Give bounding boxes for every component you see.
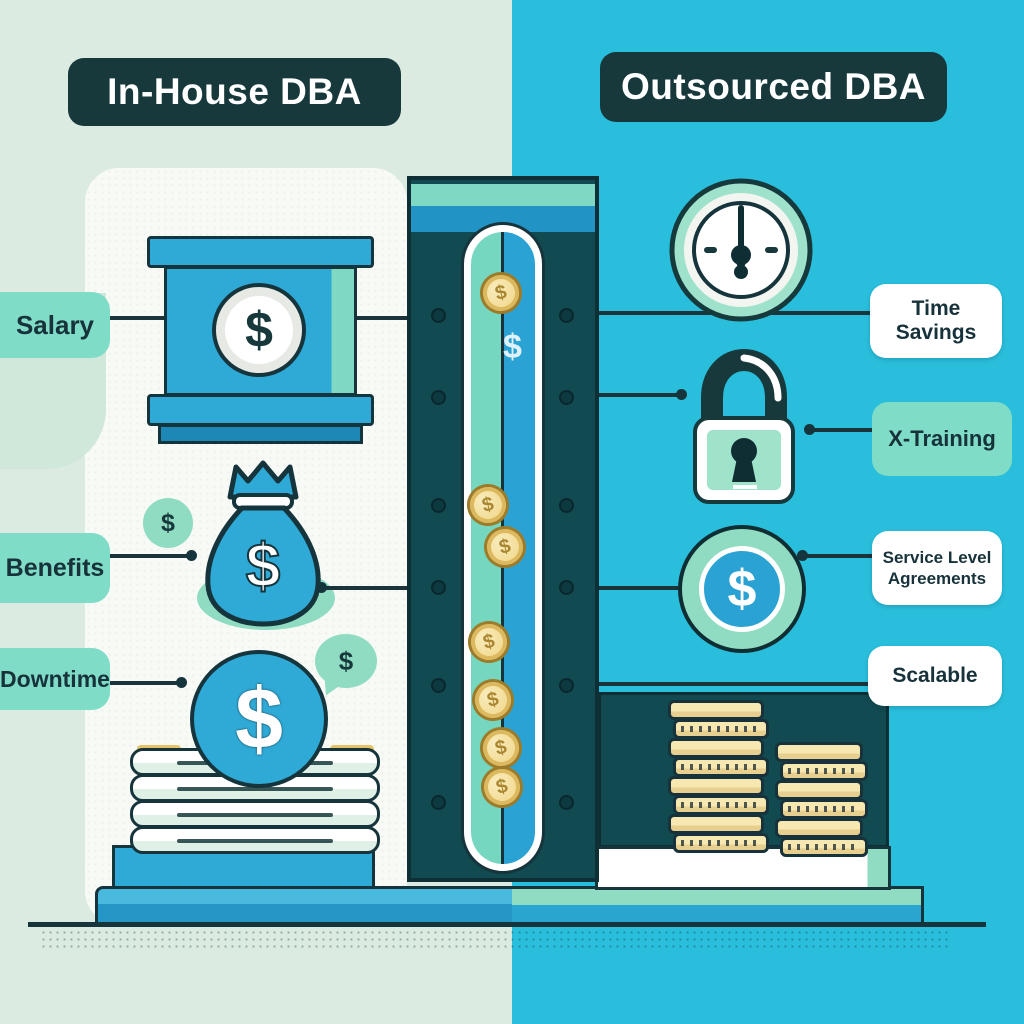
rivet	[559, 795, 574, 810]
connector-dot	[797, 550, 808, 561]
small-coin-icon: $	[143, 498, 193, 548]
connector-dot	[186, 550, 197, 561]
coin-stack-coin	[668, 700, 764, 720]
coin-stack-coin	[668, 738, 764, 758]
downtime-coin-icon: $	[190, 650, 328, 788]
coin-stack-coin	[775, 742, 863, 762]
salary-dollar-icon: $	[212, 283, 306, 377]
connector-benefits-b	[320, 586, 408, 590]
rivet	[431, 308, 446, 323]
coin-stack-coin	[780, 837, 868, 857]
connector-dot	[676, 389, 687, 400]
gauge-dollar-mark: $	[503, 328, 522, 366]
rivet	[431, 795, 446, 810]
sla-dollar-glyph: $	[699, 546, 785, 632]
rivet	[431, 390, 446, 405]
coin-stack-coin	[668, 814, 764, 834]
rivet	[559, 308, 574, 323]
connector-sla-right	[802, 554, 872, 558]
rivet	[559, 498, 574, 513]
salary-pedestal-base	[147, 394, 374, 426]
connector-lock-left	[598, 393, 682, 397]
padlock-icon	[693, 348, 795, 504]
rivet	[559, 678, 574, 693]
salary-pedestal-icon	[147, 236, 374, 268]
label-scalable: Scalable	[868, 646, 1002, 706]
coin-stack-coin	[673, 719, 769, 739]
rivet	[431, 678, 446, 693]
sla-dollar-icon: $	[678, 525, 806, 653]
connector-dot	[804, 424, 815, 435]
rivet	[559, 580, 574, 595]
connector-downtime	[103, 681, 183, 685]
paper-stack-layer	[130, 826, 380, 854]
coin-stack-coin	[780, 799, 868, 819]
rivet	[559, 390, 574, 405]
paper-stack-layer	[130, 800, 380, 828]
label-time-savings: Time Savings	[870, 284, 1002, 358]
coin-stack-coin	[775, 818, 863, 838]
platform-right	[512, 886, 924, 925]
label-salary: Salary	[0, 292, 110, 358]
svg-text:$: $	[246, 532, 280, 601]
label-x-training: X-Training	[872, 402, 1012, 476]
dollar-bubble-icon: $	[315, 634, 377, 688]
connector-xtraining	[810, 428, 872, 432]
rivet	[431, 498, 446, 513]
coin-stack-coin	[673, 757, 769, 777]
title-in-house-dba: In-House DBA	[68, 58, 401, 126]
connector-dot	[316, 582, 327, 593]
coin-stack-coin	[668, 776, 764, 796]
connector-benefits-a	[103, 554, 193, 558]
coin-stack-coin	[780, 761, 868, 781]
connector-dot	[176, 677, 187, 688]
salary-pedestal-foot	[158, 424, 363, 444]
rivet	[431, 580, 446, 595]
connector-sla-left	[598, 586, 680, 590]
coin-stack-coin	[775, 780, 863, 800]
clock-icon	[669, 178, 813, 322]
money-bag-icon: $	[205, 460, 321, 627]
coin-stack-coin	[673, 833, 769, 853]
ground-shadow-dots	[40, 929, 950, 951]
platform-left	[95, 886, 512, 925]
coin-stack-coin	[673, 795, 769, 815]
label-service-level-agreements: Service Level Agreements	[872, 531, 1002, 605]
connector-scalable	[598, 682, 870, 686]
column-band-mint	[411, 184, 595, 206]
label-downtime: Downtime	[0, 648, 110, 710]
title-outsourced-dba: Outsourced DBA	[600, 52, 947, 122]
label-benefits: Benefits	[0, 533, 110, 603]
